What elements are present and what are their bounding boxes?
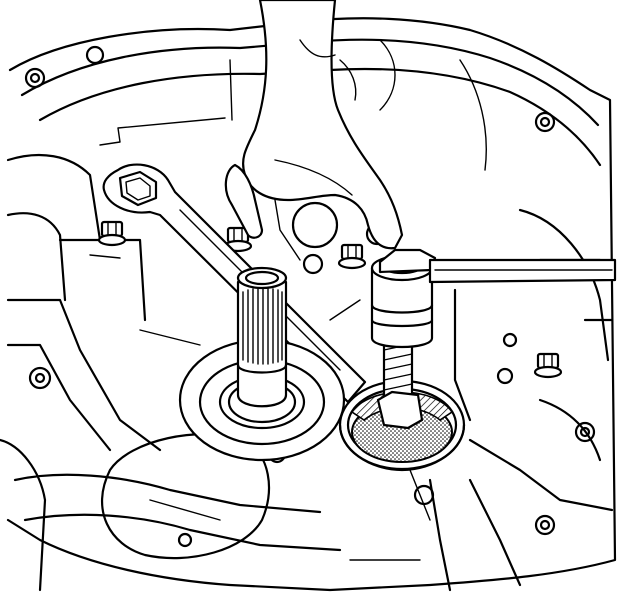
input-shaft (178, 266, 346, 462)
transaxle-case (0, 17, 617, 592)
bolt-icon (533, 352, 563, 379)
technician-hand (224, 0, 404, 250)
splined-shaft-icon (242, 287, 283, 365)
case-bolts (97, 220, 563, 379)
bolt-icon (337, 243, 367, 270)
bolt-icon (376, 338, 424, 430)
socket-and-ratchet (370, 248, 617, 430)
bolt-icon (97, 220, 127, 247)
